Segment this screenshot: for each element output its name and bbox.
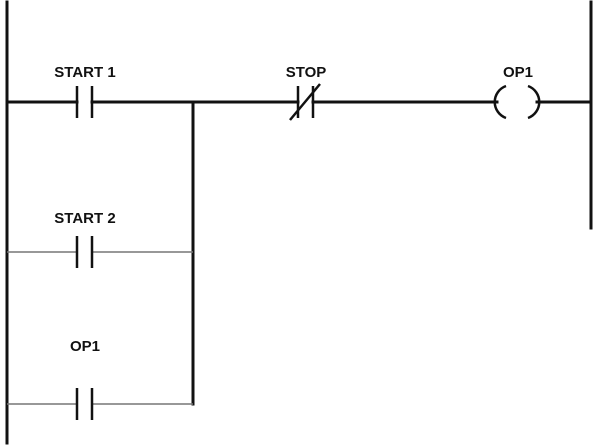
start2-label: START 2 [54,210,115,227]
op1-holding-contact [75,388,94,420]
stop-contact [289,83,321,121]
start2-contact [75,236,94,268]
op1-output-coil [493,84,541,120]
start1-contact [75,86,94,118]
stop-label: STOP [286,64,327,81]
start1-label: START 1 [54,64,115,81]
output-coil-label: OP1 [503,64,533,81]
op1-contact-label: OP1 [70,338,100,355]
